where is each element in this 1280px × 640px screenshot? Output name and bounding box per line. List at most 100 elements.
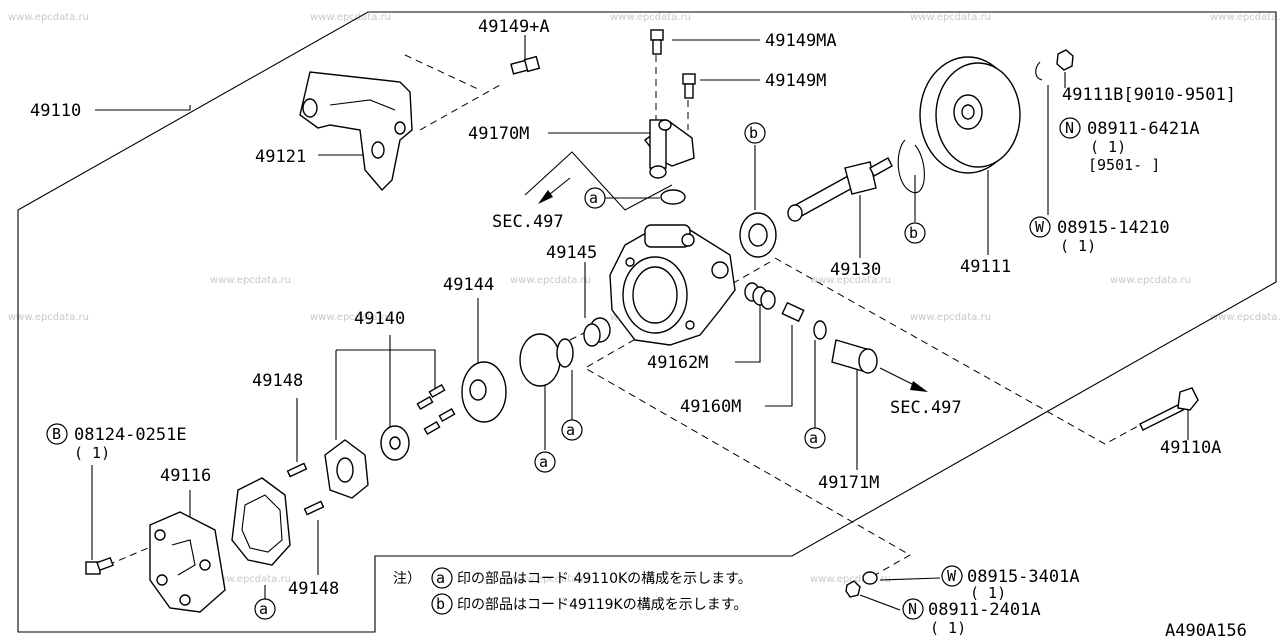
cam-ring-49140 (324, 439, 369, 499)
label-49160M[interactable]: 49160M (680, 397, 741, 417)
label-qty: ( 1) (970, 584, 1006, 602)
section-arrows (538, 177, 928, 392)
watermark: www.epcdata.ru (610, 12, 691, 23)
label-49140[interactable]: 49140 (354, 309, 405, 329)
svg-text:N: N (1065, 119, 1074, 137)
marker-N: N (902, 598, 924, 620)
label-08911-2401A[interactable]: 08911-2401A (928, 600, 1041, 620)
o-ring-icon (813, 320, 827, 340)
bolt-49149MA (650, 29, 664, 55)
assembly-outline (17, 11, 1277, 633)
marker-a: a (431, 567, 453, 589)
o-ring-small (556, 338, 574, 368)
washer-icon (862, 571, 878, 585)
fitting-49170M (644, 119, 695, 179)
label-49162M[interactable]: 49162M (647, 353, 708, 373)
bolt-49149A (510, 55, 541, 75)
watermark: www.epcdata.ru (1210, 12, 1280, 23)
svg-text:a: a (589, 189, 598, 207)
watermark: www.epcdata.ru (1210, 312, 1280, 323)
label-49110[interactable]: 49110 (30, 101, 81, 121)
rotor-49140 (380, 425, 410, 461)
label-sec497[interactable]: SEC.497 (890, 398, 962, 418)
watermark: www.epcdata.ru (8, 312, 89, 323)
marker-b: b (431, 593, 453, 615)
pump-body (609, 224, 736, 346)
svg-text:a: a (809, 429, 818, 447)
watermark: www.epcdata.ru (910, 312, 991, 323)
label-49171M[interactable]: 49171M (818, 473, 879, 493)
watermarks: www.epcdata.ru www.epcdata.ru www.epcdat… (8, 12, 1280, 585)
watermark: www.epcdata.ru (810, 275, 891, 286)
label-qty: ( 1) (1090, 138, 1126, 156)
bracket-49121 (299, 71, 413, 192)
valve-49160M (781, 301, 805, 323)
marker-W: W (1029, 216, 1051, 238)
marker-a: a (534, 451, 556, 473)
nut-icon (1056, 49, 1074, 71)
label-49130[interactable]: 49130 (830, 260, 881, 280)
label-08915-3401A[interactable]: 08915-3401A (967, 567, 1080, 587)
label-sec497[interactable]: SEC.497 (492, 212, 564, 232)
shaft-49130 (787, 157, 893, 222)
watermark: www.epcdata.ru (210, 574, 291, 585)
spring-49145 (583, 317, 611, 347)
snap-ring (897, 139, 925, 194)
label-49149M[interactable]: 49149M (765, 71, 826, 91)
plate-49144 (461, 361, 507, 423)
oil-seal (739, 212, 777, 258)
label-49116[interactable]: 49116 (160, 466, 211, 486)
label-qty: ( 1) (930, 619, 966, 637)
diagram-id: A490A156 (1165, 621, 1247, 640)
label-08915-14210[interactable]: 08915-14210 (1057, 218, 1170, 238)
label-49170M[interactable]: 49170M (468, 124, 529, 144)
marker-b: b (744, 122, 766, 144)
label-49148[interactable]: 49148 (288, 579, 339, 599)
watermark: www.epcdata.ru (8, 12, 89, 23)
marker-N: N (1059, 117, 1081, 139)
rear-cover-49116 (149, 511, 226, 613)
svg-text:W: W (1035, 218, 1045, 236)
svg-text:N: N (908, 600, 917, 618)
seal-ring-large (519, 333, 561, 387)
nut-icon (845, 580, 861, 598)
marker-B: B (46, 423, 68, 445)
svg-text:b: b (909, 224, 918, 242)
svg-text:a: a (259, 600, 268, 618)
label-49149MA[interactable]: 49149MA (765, 31, 837, 51)
watermark: www.epcdata.ru (510, 275, 591, 286)
watermark: www.epcdata.ru (310, 12, 391, 23)
svg-text:b: b (749, 124, 758, 142)
marker-a: a (561, 419, 583, 441)
o-ring-icon (660, 189, 686, 205)
bolt-49149M (682, 73, 696, 99)
pulley-49111 (919, 56, 1021, 174)
bolt-49110A (1139, 387, 1199, 431)
label-qty: ( 1) (74, 444, 110, 462)
connector-49171M (831, 339, 878, 374)
watermark: www.epcdata.ru (510, 574, 591, 585)
label-49145[interactable]: 49145 (546, 243, 597, 263)
label-08124-0251E[interactable]: 08124-0251E (74, 425, 187, 445)
marker-a: a (584, 187, 606, 209)
label-49149A[interactable]: 49149+A (478, 17, 550, 37)
label-49144[interactable]: 49144 (443, 275, 494, 295)
marker-b: b (904, 222, 926, 244)
svg-text:a: a (436, 569, 445, 587)
label-49111[interactable]: 49111 (960, 257, 1011, 277)
pin-49148 (286, 462, 308, 478)
bolt-08124 (85, 556, 114, 575)
pin-49148 (303, 500, 325, 516)
label-49111B[interactable]: 49111B[9010-9501] (1062, 85, 1236, 105)
svg-text:a: a (566, 421, 575, 439)
svg-text:B: B (52, 425, 61, 443)
label-08911-6421A[interactable]: 08911-6421A (1087, 119, 1200, 139)
note-line-a: 印の部品はコード 49110Kの構成を示します。 (457, 571, 752, 587)
watermark: www.epcdata.ru (310, 312, 391, 323)
svg-text:W: W (947, 567, 957, 585)
label-49148[interactable]: 49148 (252, 371, 303, 391)
label-49121[interactable]: 49121 (255, 147, 306, 167)
label-49110A[interactable]: 49110A (1160, 438, 1221, 458)
marker-W: W (941, 565, 963, 587)
